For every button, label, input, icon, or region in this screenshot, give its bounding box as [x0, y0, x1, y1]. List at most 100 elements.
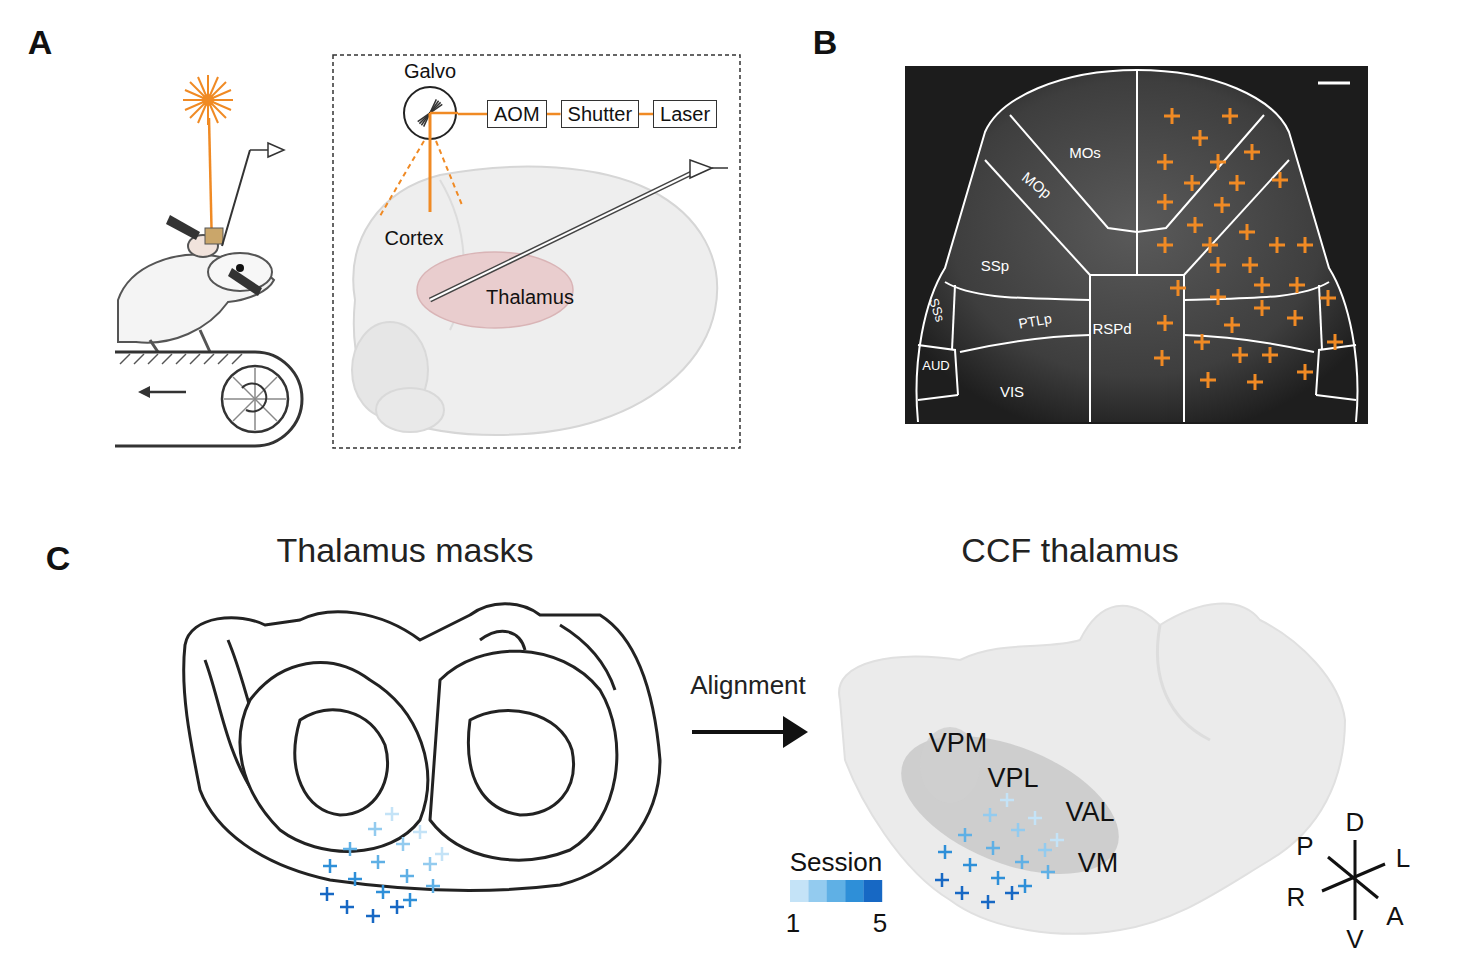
laser-burst — [198, 77, 218, 123]
nucleus-label: VM — [1078, 850, 1119, 877]
stimulation-site — [1287, 310, 1303, 326]
stimulation-site — [1247, 374, 1263, 390]
stimulation-site — [1242, 257, 1258, 273]
session-colorbar — [790, 880, 809, 902]
recording-site — [371, 855, 385, 869]
recording-site — [986, 841, 1000, 855]
scale-bar — [1318, 82, 1350, 85]
session-colorbar — [845, 880, 864, 902]
stimulation-site — [1157, 237, 1173, 253]
node-text: AOM — [494, 102, 540, 126]
recording-site — [376, 885, 390, 899]
recording-site — [320, 887, 334, 901]
galvo-symbol — [430, 112, 458, 115]
treadmill-hatch — [190, 354, 200, 364]
region-outline — [960, 335, 1090, 352]
treadmill-wheel — [224, 368, 286, 430]
recording-site — [403, 893, 417, 907]
recording-site — [1015, 855, 1029, 869]
stimulation-site — [1244, 144, 1260, 160]
laser-burst — [190, 82, 226, 118]
region-outline — [1319, 285, 1322, 350]
recording-site — [935, 873, 949, 887]
region-outline — [1137, 115, 1264, 232]
brain-3d — [376, 388, 444, 432]
treadmill-hatch — [218, 354, 228, 364]
stimulation-site — [1194, 334, 1210, 350]
treadmill-hatch — [162, 354, 172, 364]
nucleus-region — [882, 708, 1139, 902]
stimulation-site — [1297, 364, 1313, 380]
cortex-image — [905, 66, 1368, 424]
node-text: Shutter — [568, 102, 632, 126]
mouse-feet — [150, 330, 210, 352]
recording-site — [390, 900, 404, 914]
optics-box: AOM — [487, 100, 547, 128]
region-label: RSPd — [1092, 321, 1131, 336]
treadmill-hatch — [120, 354, 130, 364]
recording-site — [423, 857, 437, 871]
region-outline — [1184, 160, 1289, 275]
region-label: SSp — [981, 258, 1009, 273]
axis-compass — [1322, 864, 1385, 891]
region-outline — [1137, 70, 1357, 422]
stimulation-site — [1229, 175, 1245, 191]
stimulation-site — [1262, 347, 1278, 363]
session-colorbar — [864, 880, 883, 902]
brain-3d — [352, 167, 717, 435]
recording-site — [938, 845, 952, 859]
recording-site — [320, 807, 449, 923]
treadmill-wheel — [233, 377, 277, 421]
stimulation-site — [1157, 315, 1173, 331]
panel-letter: A — [28, 25, 53, 59]
stimulation-site — [1200, 372, 1216, 388]
stimulation-site — [1184, 175, 1200, 191]
electrode — [712, 167, 728, 169]
recording-site — [343, 842, 357, 856]
stimulation-site — [1232, 347, 1248, 363]
treadmill-wheel — [222, 366, 288, 432]
laser-beam — [458, 113, 487, 116]
nucleus-label: VPL — [987, 765, 1038, 792]
region-outline — [952, 285, 955, 350]
inset-frame — [333, 55, 740, 448]
thalamus-mask — [184, 604, 660, 891]
optics-box: Laser — [653, 100, 717, 128]
axis-label: V — [1346, 926, 1363, 952]
colorbar-label: Session — [790, 849, 883, 875]
nucleus-label: VPM — [929, 730, 988, 757]
treadmill-hatch — [148, 354, 158, 364]
recording-site — [323, 859, 337, 873]
recording-site — [991, 871, 1005, 885]
thalamus-mask — [560, 625, 615, 690]
brain-label: Thalamus — [486, 287, 574, 307]
nucleus-label: VAL — [1065, 799, 1114, 826]
node-text: Laser — [660, 102, 710, 126]
region-outline — [1090, 274, 1184, 276]
laser-beam — [429, 141, 432, 212]
amplifier-symbol — [690, 160, 712, 178]
recording-site — [435, 847, 449, 861]
recording-site — [1011, 823, 1025, 837]
recording-site — [413, 825, 427, 839]
electrode — [430, 168, 702, 300]
stimulation-site — [1154, 108, 1343, 390]
recording-site — [366, 909, 380, 923]
recording-site — [963, 858, 977, 872]
thalamus-mask — [480, 631, 525, 650]
recording-site — [1041, 865, 1055, 879]
headplate — [228, 268, 262, 296]
mouse-illustration — [115, 75, 302, 446]
laser-burst — [183, 75, 233, 125]
electrode — [250, 149, 268, 151]
scan-range — [436, 141, 462, 205]
thalamus-mask — [240, 663, 428, 852]
stimulation-site — [1187, 217, 1203, 233]
stimulation-site — [1210, 257, 1226, 273]
amplifier-symbol — [268, 143, 284, 157]
region-outline — [1010, 115, 1137, 232]
axis-label: D — [1346, 809, 1365, 835]
axis-label: P — [1296, 833, 1313, 859]
